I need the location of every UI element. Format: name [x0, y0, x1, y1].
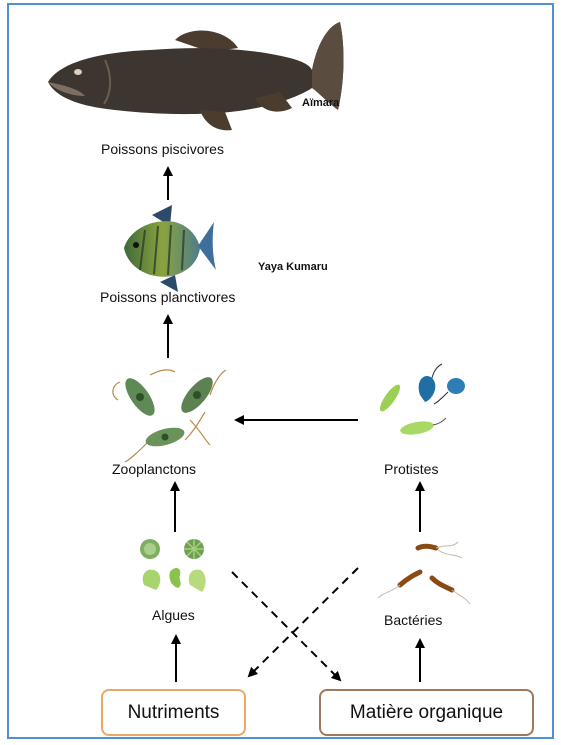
matiere-organique-label: Matière organique — [350, 702, 503, 724]
matiere-organique-box: Matière organique — [319, 689, 534, 736]
yaya-kumaru-fish-image — [124, 205, 216, 292]
aimara-label: Aïmara — [302, 97, 340, 109]
algues-label: Algues — [152, 607, 195, 623]
bacteria-image — [378, 542, 470, 604]
protistes-label: Protistes — [384, 461, 438, 477]
arrow-algues-to-matiere — [232, 572, 340, 680]
zooplankton-image — [113, 370, 226, 462]
arrow-bacteries-to-nutriments — [249, 568, 358, 676]
algae-image — [140, 539, 206, 592]
bacteries-label: Bactéries — [384, 612, 442, 628]
nutriments-box: Nutriments — [101, 689, 246, 736]
protists-image — [377, 364, 465, 437]
aimara-fish-image — [48, 22, 344, 130]
yaya-kumaru-label: Yaya Kumaru — [258, 261, 328, 273]
poissons-planctivores-label: Poissons planctivores — [100, 289, 235, 305]
zooplanctons-label: Zooplanctons — [112, 461, 196, 477]
nutriments-label: Nutriments — [128, 702, 220, 724]
poissons-piscivores-label: Poissons piscivores — [101, 141, 224, 157]
